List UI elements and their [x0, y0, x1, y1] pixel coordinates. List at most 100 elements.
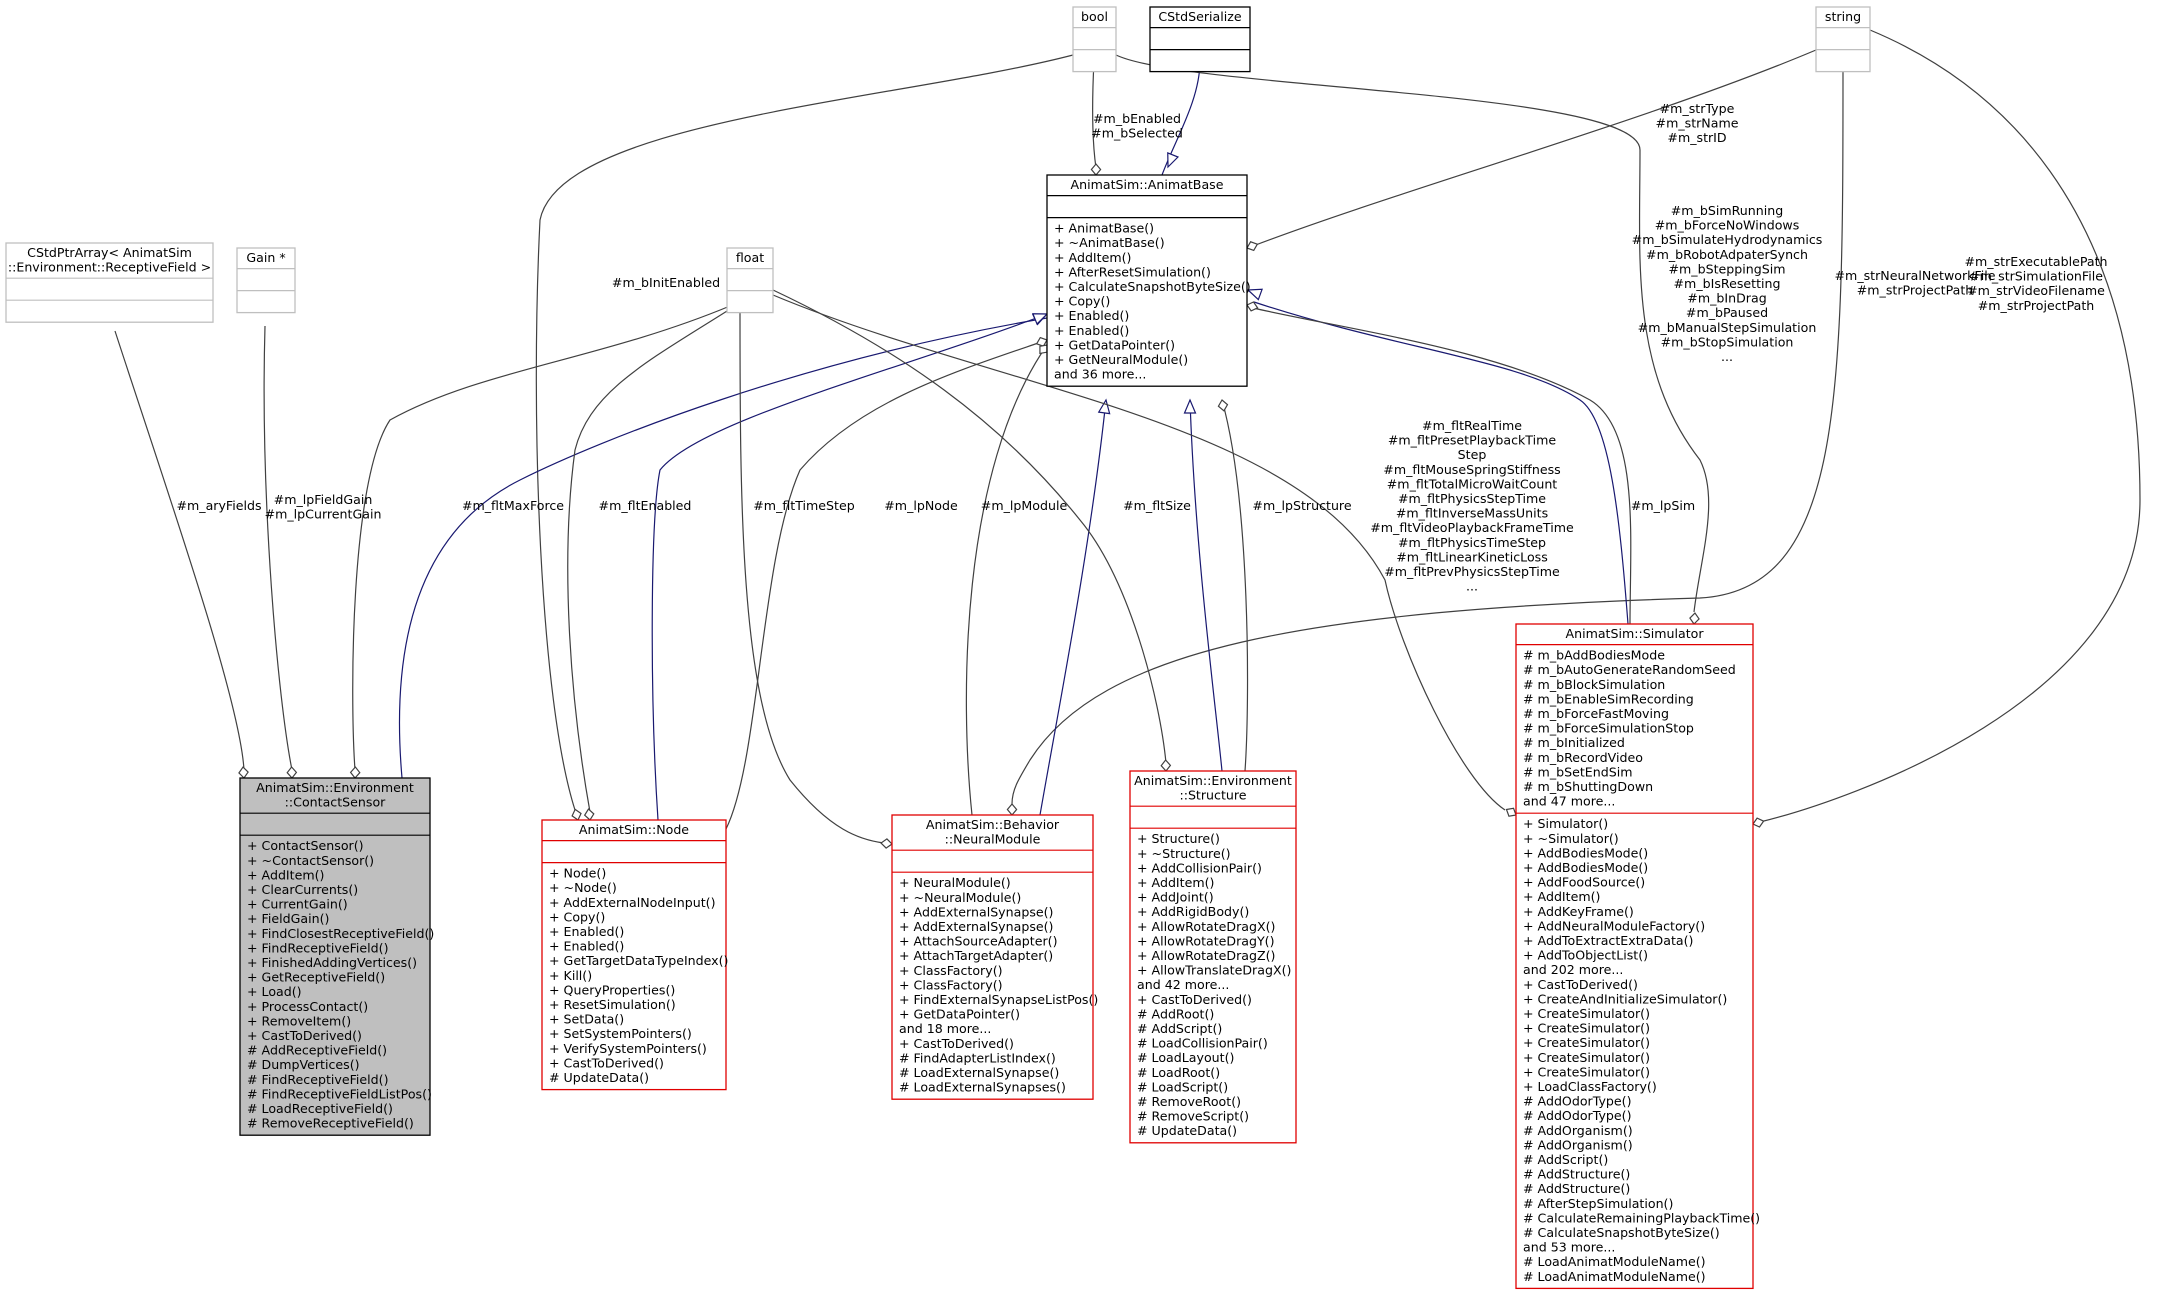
- class-method: + ContactSensor(): [247, 838, 364, 853]
- class-method: # CalculateRemainingPlaybackTime(): [1523, 1210, 1760, 1225]
- class-contactsensor[interactable]: AnimatSim::Environment::ContactSensor+ C…: [239, 777, 434, 1136]
- class-method: + CreateSimulator(): [1523, 1035, 1650, 1050]
- class-box-frame: [1815, 6, 1871, 73]
- class-method: + ClearCurrents(): [247, 882, 358, 897]
- class-method: + AddItem(): [1054, 250, 1131, 265]
- edge-animatbase-neuralmodule-head: [1097, 398, 1111, 415]
- class-method: # LoadAnimatModuleName(): [1523, 1254, 1706, 1269]
- class-box-frame: [239, 777, 431, 1136]
- edge-label-line: #m_fltSize: [1123, 498, 1191, 513]
- class-method: + CreateSimulator(): [1523, 1064, 1650, 1079]
- edge-label-line: Step: [1458, 447, 1487, 462]
- edge-animatbase-structure: [1189, 399, 1223, 772]
- edge-node-lpnode-head: [1035, 336, 1048, 347]
- class-method: + GetNeuralModule(): [1054, 352, 1188, 367]
- class-method: + AddNeuralModuleFactory(): [1523, 918, 1705, 933]
- class-structure[interactable]: AnimatSim::Environment::Structure+ Struc…: [1129, 770, 1297, 1144]
- class-cstdserialize[interactable]: CStdSerialize: [1149, 6, 1251, 73]
- class-attribute: # m_bSetEndSim: [1523, 764, 1633, 779]
- class-method: + Copy(): [549, 909, 605, 924]
- edge-label-bool-simulator: #m_bSimRunning#m_bForceNoWindows#m_bSimu…: [1632, 203, 1823, 364]
- class-method: # CalculateSnapshotByteSize(): [1523, 1225, 1720, 1240]
- class-method: # LoadCollisionPair(): [1137, 1036, 1268, 1051]
- class-attribute: and 47 more...: [1523, 794, 1615, 809]
- edge-label-line: #m_bManualStepSimulation: [1638, 320, 1817, 335]
- class-node[interactable]: AnimatSim::Node+ Node()+ ~Node()+ AddExt…: [541, 819, 728, 1091]
- edge-bool-animatbase: [1092, 60, 1097, 169]
- class-method: + AllowRotateDragX(): [1137, 919, 1275, 934]
- edge-float-neuralmodule: [739, 305, 885, 844]
- edge-float-contactsensor: [352, 305, 731, 771]
- class-method: + RemoveItem(): [247, 1013, 351, 1028]
- edge-bool-animatbase-head: [1090, 163, 1102, 176]
- edge-label-line: #m_fltLinearKineticLoss: [1396, 549, 1548, 564]
- class-method: + AddJoint(): [1137, 890, 1214, 905]
- class-method: # LoadScript(): [1137, 1079, 1228, 1094]
- class-method: # AddOdorType(): [1523, 1108, 1631, 1123]
- class-float[interactable]: float: [726, 247, 774, 314]
- class-method: # RemoveReceptiveField(): [247, 1116, 414, 1131]
- class-neuralmodule[interactable]: AnimatSim::Behavior::NeuralModule+ Neura…: [891, 814, 1098, 1100]
- edge-animatbase-simulator-head: [1246, 288, 1263, 301]
- class-method: # DumpVertices(): [247, 1057, 360, 1072]
- edge-label-line: #m_bForceNoWindows: [1655, 218, 1800, 233]
- class-method: + Kill(): [549, 968, 592, 983]
- edge-label-line: ...: [1466, 579, 1478, 594]
- class-title: CStdPtrArray< AnimatSim: [27, 245, 192, 260]
- class-simulator[interactable]: AnimatSim::Simulator# m_bAddBodiesMode# …: [1515, 623, 1760, 1290]
- class-box-frame: [1072, 6, 1117, 73]
- edge-string-simulator: [1759, 29, 2141, 823]
- edge-ptrarray-contactsensor: [114, 330, 245, 771]
- class-title: ::ContactSensor: [285, 795, 386, 810]
- edge-label-line: #m_fltPhysicsTimeStep: [1398, 535, 1546, 550]
- class-bool[interactable]: bool: [1072, 6, 1117, 73]
- edge-label-line: #m_lpCurrentGain: [265, 507, 382, 522]
- class-method: # RemoveRoot(): [1137, 1094, 1241, 1109]
- class-cstdptrarray[interactable]: CStdPtrArray< AnimatSim::Environment::Re…: [5, 242, 214, 323]
- class-method: + Copy(): [1054, 294, 1110, 309]
- edge-label-line: #m_bSimulateHydrodynamics: [1632, 232, 1823, 247]
- class-method: # AddScript(): [1137, 1021, 1222, 1036]
- class-title: AnimatSim::AnimatBase: [1071, 177, 1224, 192]
- edge-label-neuralmodule-lpmodule: #m_lpModule: [981, 498, 1068, 513]
- class-method: + AddItem(): [1137, 875, 1214, 890]
- edge-cstdserialize-animatbase: [1161, 60, 1201, 176]
- class-method: + Structure(): [1137, 831, 1220, 846]
- class-method: + AddBodiesMode(): [1523, 860, 1648, 875]
- class-method: + ~NeuralModule(): [899, 890, 1021, 905]
- class-method: and 18 more...: [899, 1021, 991, 1036]
- class-method: + ProcessContact(): [247, 999, 368, 1014]
- class-gain[interactable]: Gain *: [236, 247, 296, 314]
- edge-animatbase-simulator: [1253, 301, 1629, 625]
- class-method: + Load(): [247, 984, 302, 999]
- edge-label-line: #m_bSelected: [1091, 126, 1183, 141]
- class-method: + CastToDerived(): [247, 1028, 362, 1043]
- class-method: + ~Structure(): [1137, 846, 1231, 861]
- class-method: + AddItem(): [1523, 889, 1600, 904]
- class-string[interactable]: string: [1815, 6, 1871, 73]
- edge-label-line: #m_strType: [1660, 101, 1735, 116]
- class-method: and 202 more...: [1523, 962, 1623, 977]
- edge-label-line: #m_fltTimeStep: [753, 498, 854, 513]
- edge-label-line: #m_bInitEnabled: [612, 275, 720, 290]
- edge-label-bool-node: #m_bInitEnabled: [612, 275, 720, 290]
- class-animatbase[interactable]: AnimatSim::AnimatBase+ AnimatBase()+ ~An…: [1046, 174, 1251, 387]
- class-method: + FinishedAddingVertices(): [247, 955, 417, 970]
- class-method: + AllowRotateDragZ(): [1137, 948, 1275, 963]
- edge-string-neuralmodule: [1011, 60, 1844, 805]
- class-method: # LoadAnimatModuleName(): [1523, 1269, 1706, 1284]
- edge-label-line: #m_lpNode: [884, 498, 958, 513]
- class-method: + AddExternalSynapse(): [899, 919, 1053, 934]
- class-attribute: # m_bForceSimulationStop: [1523, 721, 1694, 736]
- class-boxes-layer: bool CStdSerialize stringAnimatSim::Animat…: [5, 6, 1871, 1290]
- class-box-frame: [1515, 623, 1754, 1290]
- class-method: # UpdateData(): [549, 1070, 649, 1085]
- class-method: + Enabled(): [1054, 323, 1129, 338]
- class-box-frame: [1149, 6, 1251, 73]
- edge-animatbase-neuralmodule: [1039, 399, 1107, 816]
- edge-label-line: #m_bEnabled: [1093, 111, 1181, 126]
- edge-label-line: #m_lpStructure: [1252, 498, 1351, 513]
- class-box-frame: [726, 247, 774, 314]
- edge-label-line: #m_strVideoFilename: [1967, 283, 2105, 298]
